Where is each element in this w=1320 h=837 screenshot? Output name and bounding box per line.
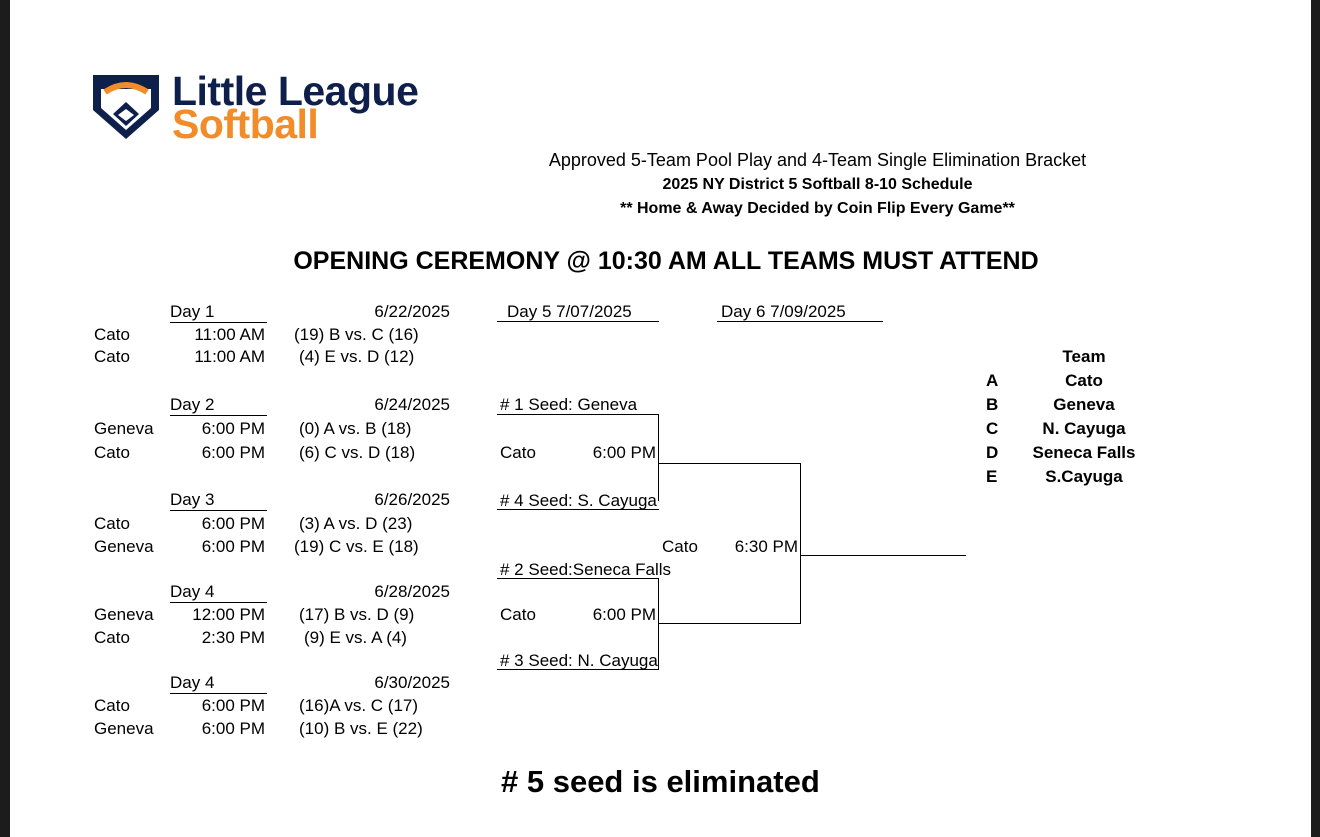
game-time: 6:00 PM bbox=[201, 537, 265, 556]
game-matchup: (3) A vs. D (23) bbox=[299, 514, 413, 533]
semi1-location: Cato bbox=[500, 443, 536, 462]
game-matchup: (19) B vs. C (16) bbox=[294, 325, 419, 344]
seed1-label: # 1 Seed: Geneva bbox=[500, 395, 638, 414]
bracket-line bbox=[497, 578, 659, 579]
game-matchup: (10) B vs. E (22) bbox=[299, 719, 423, 738]
header-line2: 2025 NY District 5 Softball 8-10 Schedul… bbox=[662, 176, 973, 193]
bracket-line bbox=[800, 463, 801, 624]
day-date: 6/26/2025 bbox=[374, 490, 450, 509]
team-letter: C bbox=[986, 419, 999, 438]
team-letter: E bbox=[986, 467, 998, 486]
game-location: Geneva bbox=[94, 419, 154, 438]
semi2-time: 6:00 PM bbox=[592, 605, 656, 624]
game-location: Geneva bbox=[94, 719, 154, 738]
game-time: 11:00 AM bbox=[194, 325, 265, 344]
game-time: 6:00 PM bbox=[201, 696, 265, 715]
semi1-time: 6:00 PM bbox=[592, 443, 656, 462]
day5-underline bbox=[497, 321, 659, 322]
game-location: Cato bbox=[94, 347, 130, 366]
game-time: 6:00 PM bbox=[201, 514, 265, 533]
day6-underline bbox=[717, 321, 883, 322]
day-label: Day 4 bbox=[170, 582, 267, 603]
day-label: Day 2 bbox=[170, 395, 267, 416]
game-time: 6:00 PM bbox=[201, 419, 265, 438]
bracket-line bbox=[497, 414, 659, 415]
game-location: Cato bbox=[94, 628, 130, 647]
team-name: S.Cayuga bbox=[1045, 467, 1123, 486]
game-location: Cato bbox=[94, 696, 130, 715]
game-matchup: (6) C vs. D (18) bbox=[299, 443, 416, 462]
final-location: Cato bbox=[662, 537, 698, 556]
bracket-line bbox=[658, 623, 801, 624]
game-time: 11:00 AM bbox=[194, 347, 265, 366]
day6-header: Day 6 7/09/2025 bbox=[721, 302, 846, 321]
day-label: Day 4 bbox=[170, 673, 267, 694]
game-time: 2:30 PM bbox=[201, 628, 265, 647]
game-location: Cato bbox=[94, 514, 130, 533]
day5-header: Day 5 7/07/2025 bbox=[507, 302, 632, 321]
game-location: Cato bbox=[94, 325, 130, 344]
bracket-line bbox=[497, 669, 659, 670]
header-line3: ** Home & Away Decided by Coin Flip Ever… bbox=[620, 200, 1015, 217]
game-time: 12:00 PM bbox=[192, 605, 265, 624]
bracket-line bbox=[658, 414, 659, 501]
game-time: 6:00 PM bbox=[201, 443, 265, 462]
day-date: 6/24/2025 bbox=[374, 395, 450, 414]
team-name: Cato bbox=[1065, 371, 1103, 390]
game-matchup: (4) E vs. D (12) bbox=[299, 347, 415, 366]
game-location: Geneva bbox=[94, 537, 154, 556]
team-letter: B bbox=[986, 395, 999, 414]
game-time: 6:00 PM bbox=[201, 719, 265, 738]
schedule-sheet: Little League Softball Approved 5-Team P… bbox=[10, 0, 1311, 837]
game-location: Geneva bbox=[94, 605, 154, 624]
game-matchup: (19) C vs. E (18) bbox=[294, 537, 419, 556]
day-date: 6/28/2025 bbox=[374, 582, 450, 601]
logo-line2: Softball bbox=[172, 101, 319, 147]
seed3-label: # 3 Seed: N. Cayuga bbox=[500, 651, 658, 670]
final-time: 6:30 PM bbox=[734, 537, 798, 556]
ceremony-notice: OPENING CEREMONY @ 10:30 AM ALL TEAMS MU… bbox=[293, 247, 1039, 275]
day-label: Day 3 bbox=[170, 490, 267, 511]
game-matchup: (9) E vs. A (4) bbox=[304, 628, 407, 647]
logo-line1: Little League bbox=[172, 68, 419, 114]
day-date: 6/30/2025 bbox=[374, 673, 450, 692]
team-name: Geneva bbox=[1053, 395, 1115, 414]
elimination-note: # 5 seed is eliminated bbox=[501, 764, 820, 799]
semi2-location: Cato bbox=[500, 605, 536, 624]
team-letter: A bbox=[986, 371, 999, 390]
game-matchup: (17) B vs. D (9) bbox=[299, 605, 415, 624]
game-location: Cato bbox=[94, 443, 130, 462]
game-matchup: (0) A vs. B (18) bbox=[299, 419, 412, 438]
team-name: N. Cayuga bbox=[1042, 419, 1126, 438]
champion-line bbox=[800, 555, 966, 556]
seed2-label: # 2 Seed:Seneca Falls bbox=[500, 560, 672, 579]
game-matchup: (16)A vs. C (17) bbox=[299, 696, 419, 715]
bracket-line bbox=[658, 463, 801, 464]
day-label: Day 1 bbox=[170, 302, 267, 323]
day-date: 6/22/2025 bbox=[374, 302, 450, 321]
bracket-line bbox=[497, 509, 659, 510]
home-plate-emblem-icon bbox=[93, 75, 159, 139]
team-name: Seneca Falls bbox=[1032, 443, 1136, 462]
header-line1: Approved 5-Team Pool Play and 4-Team Sin… bbox=[548, 150, 1087, 170]
seed4-label: # 4 Seed: S. Cayuga bbox=[500, 491, 657, 510]
team-letter: D bbox=[986, 443, 999, 462]
team-header: Team bbox=[1062, 347, 1106, 366]
